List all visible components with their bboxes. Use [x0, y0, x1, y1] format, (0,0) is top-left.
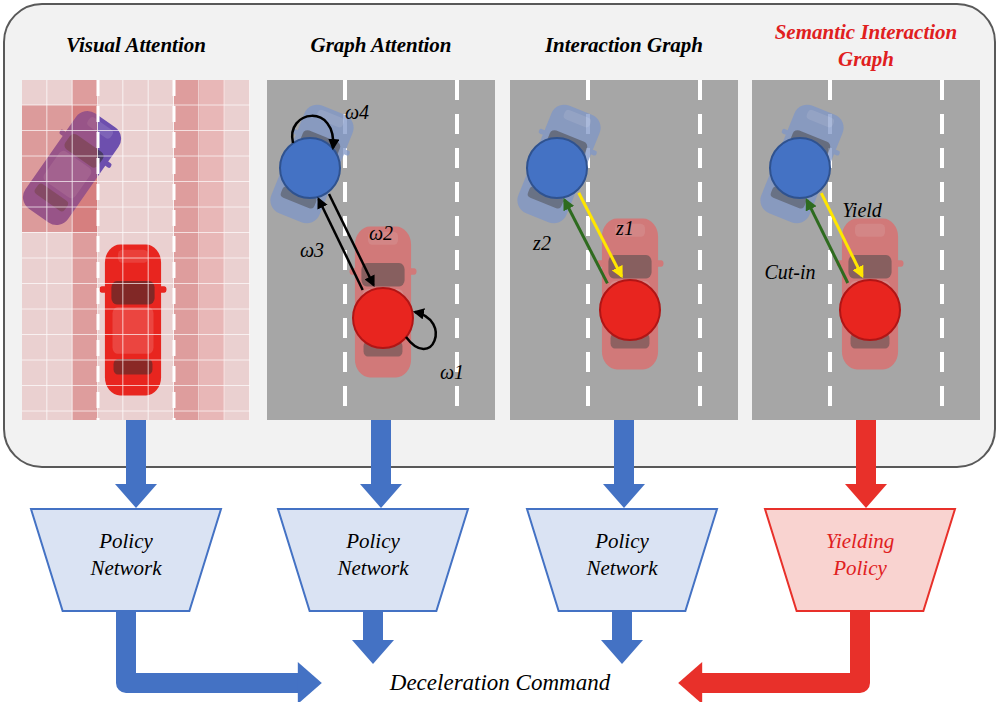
- visual-attention-image: [22, 80, 250, 420]
- title-holder: Semantic Interaction Graph: [752, 12, 980, 80]
- fat-arrow: [601, 612, 643, 664]
- arrow-shaft: [126, 612, 299, 683]
- panel-title: Visual Attention: [66, 32, 206, 59]
- rect-shape: [22, 80, 250, 420]
- policy-label: Policy Network: [563, 528, 681, 583]
- line-shape: [329, 194, 374, 285]
- edge-weight-label: Cut-in: [764, 262, 815, 282]
- path-shape: [292, 116, 333, 148]
- title-holder: Interaction Graph: [510, 12, 738, 80]
- panel-title: Semantic Interaction Graph: [766, 19, 966, 74]
- policy-label: Yielding Policy: [801, 528, 919, 583]
- edge-weight-label: ω1: [440, 362, 464, 382]
- semantic-graph-image: [752, 80, 980, 420]
- output-label: Deceleration Command: [390, 669, 610, 697]
- policy-trapezoid: Yielding Policy: [764, 508, 956, 612]
- circle-shape: [600, 280, 660, 340]
- arrow-head: [115, 484, 157, 508]
- arrow-head: [845, 484, 887, 508]
- policy-trapezoid: Policy Network: [277, 508, 469, 612]
- edge-weight-label: z2: [533, 233, 551, 253]
- edge-weight-label: ω3: [300, 240, 324, 260]
- arrow-head: [360, 484, 402, 508]
- panel: Graph Attention: [267, 12, 495, 420]
- policy-trapezoid: Policy Network: [526, 508, 718, 612]
- arrow-shaft: [614, 420, 634, 485]
- trapezoid-shape: [278, 509, 468, 611]
- arrow-head: [678, 662, 702, 702]
- panel-title: Graph Attention: [310, 32, 451, 59]
- use-shape: [597, 219, 664, 370]
- rect-shape: [752, 80, 980, 420]
- line-shape: [579, 193, 622, 276]
- panel: Visual Attention: [22, 12, 250, 420]
- path-shape: [406, 312, 436, 349]
- fat-arrow: [115, 420, 157, 508]
- arrow-shaft: [371, 420, 391, 485]
- arrow-shaft: [612, 612, 632, 641]
- arrow-head: [298, 662, 322, 702]
- circle-shape: [770, 138, 830, 198]
- arrow-head: [601, 640, 643, 664]
- edge-weight-label: z1: [616, 218, 634, 238]
- circle-shape: [840, 280, 900, 340]
- fat-arrow: [360, 420, 402, 508]
- line-shape: [698, 80, 702, 420]
- panel-title: Interaction Graph: [545, 32, 703, 59]
- fat-arrow: [352, 612, 394, 664]
- output-text-box: Deceleration Command: [322, 664, 678, 702]
- circle-shape: [527, 138, 587, 198]
- outer-frame: [4, 4, 995, 467]
- policy-label: Policy Network: [67, 528, 185, 583]
- edge-weight-label: Yield: [842, 200, 882, 220]
- circle-shape: [353, 288, 413, 348]
- use-shape: [350, 227, 417, 378]
- fat-arrow: [678, 612, 860, 702]
- trapezoid-shape: [527, 509, 717, 611]
- arrow-shaft: [856, 420, 876, 485]
- fat-arrow: [603, 420, 645, 508]
- trapezoid-shape: [31, 509, 221, 611]
- line-shape: [565, 200, 608, 283]
- edge-weight-label: ω4: [345, 102, 369, 122]
- title-holder: Visual Attention: [22, 12, 250, 80]
- interaction-graph-image: [510, 80, 738, 420]
- arrow-head: [352, 640, 394, 664]
- arrow-shaft: [701, 612, 860, 683]
- circle-shape: [280, 138, 340, 198]
- policy-trapezoid: Policy Network: [30, 508, 222, 612]
- edge-weight-label: ω2: [369, 223, 393, 243]
- arrow-shaft: [126, 420, 146, 485]
- use-shape: [752, 99, 852, 230]
- arrow-shaft: [363, 612, 383, 641]
- use-shape: [510, 99, 609, 230]
- line-shape: [319, 199, 363, 290]
- title-holder: Graph Attention: [267, 12, 495, 80]
- trapezoid-shape: [765, 509, 955, 611]
- panel: Interaction Graph: [510, 12, 738, 420]
- fat-arrow: [845, 420, 887, 508]
- arrow-head: [603, 484, 645, 508]
- graph-attention-image: [267, 80, 495, 420]
- fat-arrow: [126, 612, 322, 702]
- line-shape: [940, 80, 944, 420]
- policy-label: Policy Network: [314, 528, 432, 583]
- rect-shape: [22, 80, 250, 420]
